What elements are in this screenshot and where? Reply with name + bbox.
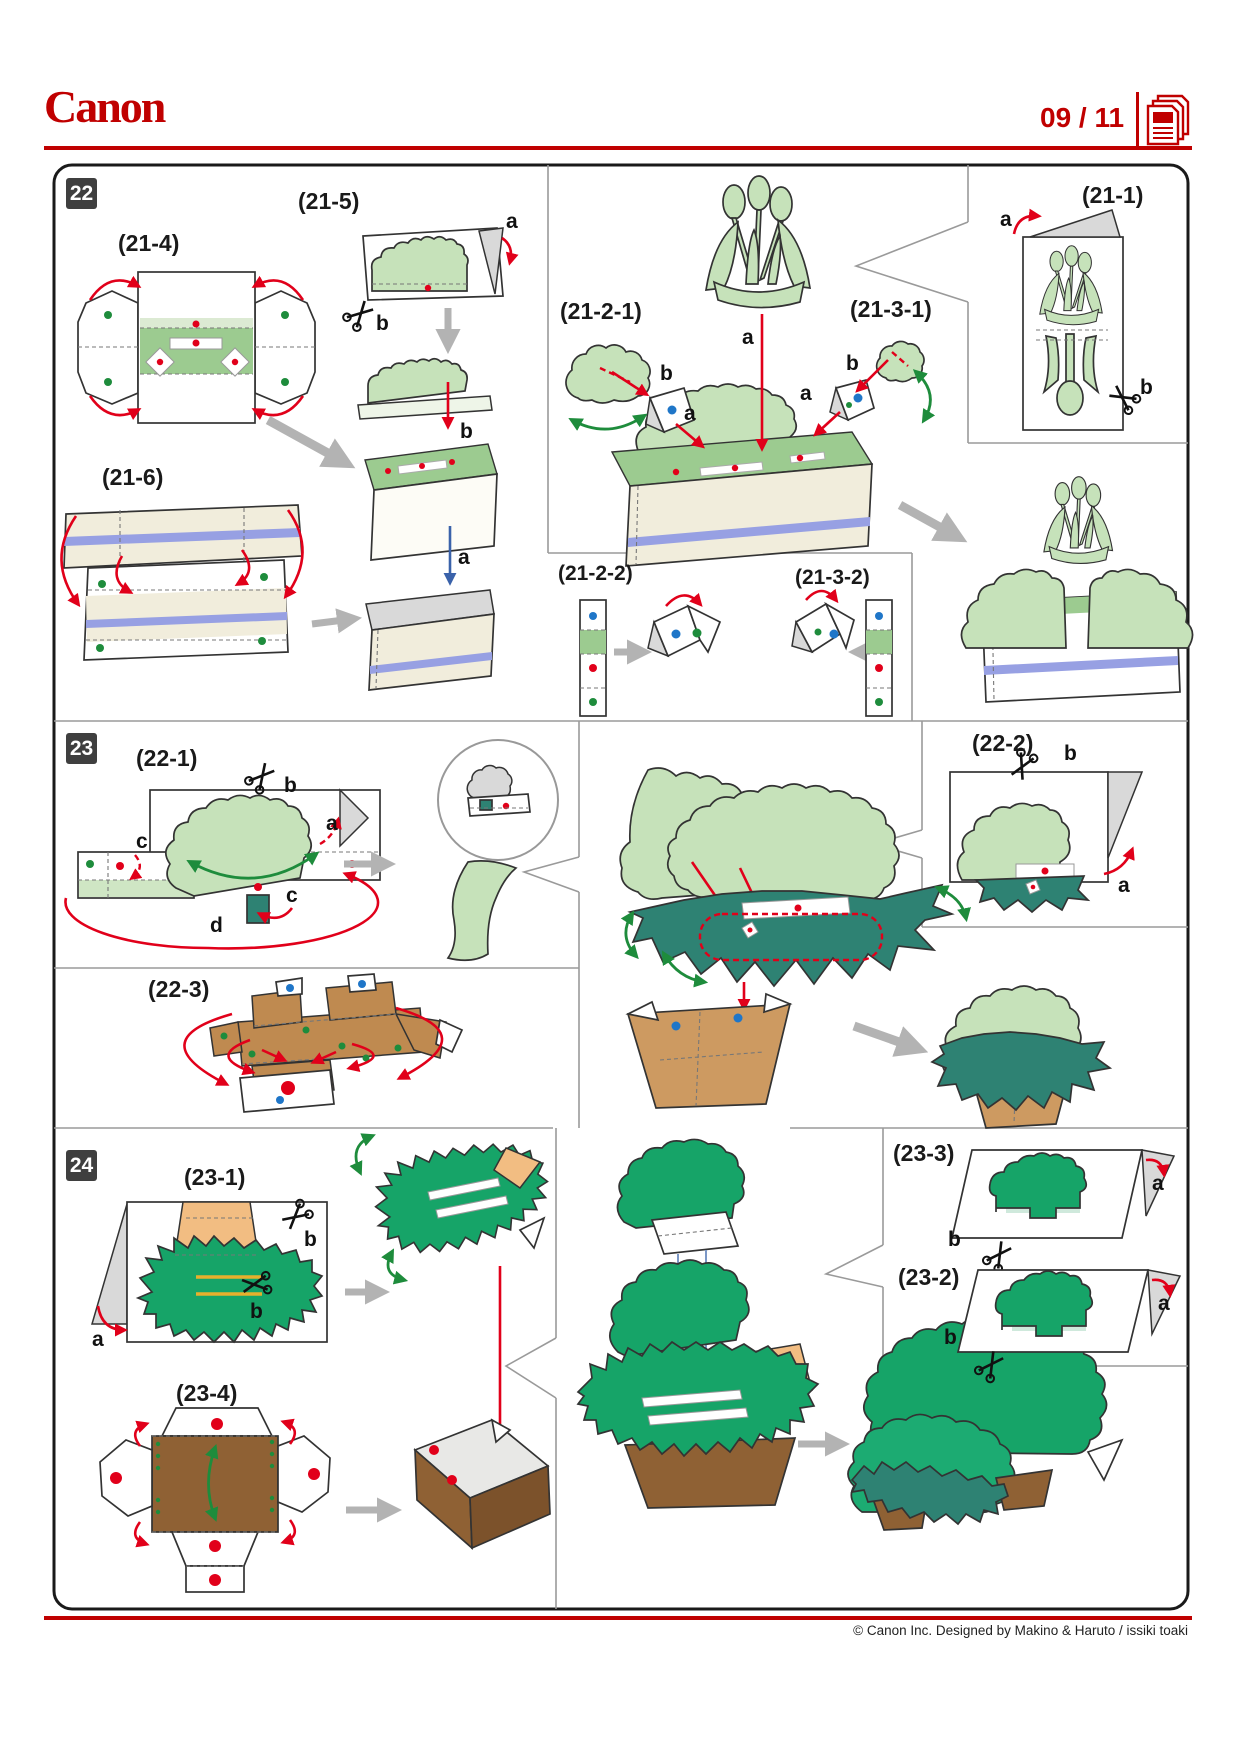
part-label-23-4: (23-4)	[176, 1380, 238, 1406]
letter-b: b	[304, 1228, 317, 1251]
letter-a: a	[1118, 874, 1130, 897]
template-23-3	[950, 1149, 1176, 1276]
letter-b: b	[944, 1326, 957, 1349]
letter-b: b	[250, 1300, 263, 1323]
frame-and-dividers	[52, 163, 1190, 1611]
letter-b: b	[1140, 376, 1153, 399]
footer-rule	[44, 1616, 1192, 1620]
panel-21-1	[1012, 208, 1144, 431]
piece-21-3-1	[813, 340, 936, 437]
template-21-5	[340, 227, 519, 691]
arrow-21-4-to-assembly	[265, 416, 356, 469]
template-21-6	[60, 504, 363, 661]
part-label-22-1: (22-1)	[136, 745, 198, 771]
stacked-bushes-assembly	[576, 1138, 820, 1509]
letter-b: b	[1064, 742, 1077, 765]
piece-21-3-2	[791, 588, 893, 717]
letter-b: b	[660, 362, 673, 385]
piece-21-2-1	[565, 344, 705, 449]
letter-a: a	[1000, 208, 1012, 231]
page-number: 09 / 11	[1040, 102, 1125, 133]
part-label-21-4: (21-4)	[118, 230, 180, 256]
panel-22-2	[949, 746, 1144, 914]
template-21-4	[77, 271, 316, 424]
step-badge-24: 24	[66, 1150, 97, 1181]
template-22-1	[64, 758, 381, 950]
letter-b: b	[948, 1228, 961, 1251]
letter-b: b	[846, 352, 859, 375]
finished-bush-23	[930, 985, 1113, 1129]
letter-b: b	[376, 312, 389, 335]
part-label-21-3-1: (21-3-1)	[850, 296, 932, 322]
letter-a: a	[326, 812, 338, 835]
part-label-21-2-2: (21-2-2)	[558, 562, 633, 585]
arrow-to-finished-planter	[897, 501, 968, 543]
template-22-3	[183, 973, 464, 1113]
step24-artwork	[91, 1125, 1182, 1593]
step23-artwork	[64, 739, 1144, 1129]
assembled-tray	[413, 1418, 551, 1550]
letter-a: a	[1158, 1292, 1170, 1315]
part-label-22-2: (22-2)	[972, 730, 1034, 756]
part-label-21-1: (21-1)	[1082, 182, 1144, 208]
part-label-23-1: (23-1)	[184, 1164, 246, 1190]
letter-b: b	[460, 420, 473, 443]
part-label-21-3-2: (21-3-2)	[795, 566, 870, 589]
canon-logo: Canon	[44, 81, 166, 132]
part-label-21-6: (21-6)	[102, 464, 164, 490]
template-23-2	[956, 1269, 1182, 1386]
piece-21-2-2	[579, 592, 722, 717]
letter-a: a	[458, 546, 470, 569]
bush-grass-basket-assembly	[619, 767, 971, 1109]
header-rules	[44, 92, 1192, 150]
letter-c: c	[136, 830, 148, 853]
folded-23-1-bush	[349, 1125, 559, 1452]
letter-b: b	[284, 774, 297, 797]
detail-inset	[437, 739, 559, 962]
tulip-into-planter	[610, 175, 874, 567]
part-label-21-2-1: (21-2-1)	[560, 298, 642, 324]
letter-a: a	[684, 402, 696, 425]
part-label-23-3: (23-3)	[893, 1140, 955, 1166]
part-label-22-3: (22-3)	[148, 976, 210, 1002]
letter-a: a	[506, 210, 518, 233]
stacked-pages-icon	[1146, 94, 1196, 153]
arrow-to-finished-bush	[852, 1021, 929, 1057]
step22-artwork	[60, 175, 1194, 717]
letter-a: a	[800, 382, 812, 405]
letter-a: a	[1152, 1172, 1164, 1195]
part-label-23-2: (23-2)	[898, 1264, 960, 1290]
letter-d: d	[210, 914, 223, 937]
copyright-text: © Canon Inc. Designed by Makino & Haruto…	[853, 1623, 1188, 1638]
finished-planter-22	[960, 476, 1194, 703]
letter-a: a	[92, 1328, 104, 1351]
step-badge-23: 23	[66, 733, 97, 764]
template-23-1	[91, 1196, 328, 1343]
part-label-21-5: (21-5)	[298, 188, 360, 214]
letter-c: c	[286, 884, 298, 907]
step-badge-22: 22	[66, 178, 97, 209]
letter-a: a	[742, 326, 754, 349]
template-23-4	[99, 1407, 331, 1593]
